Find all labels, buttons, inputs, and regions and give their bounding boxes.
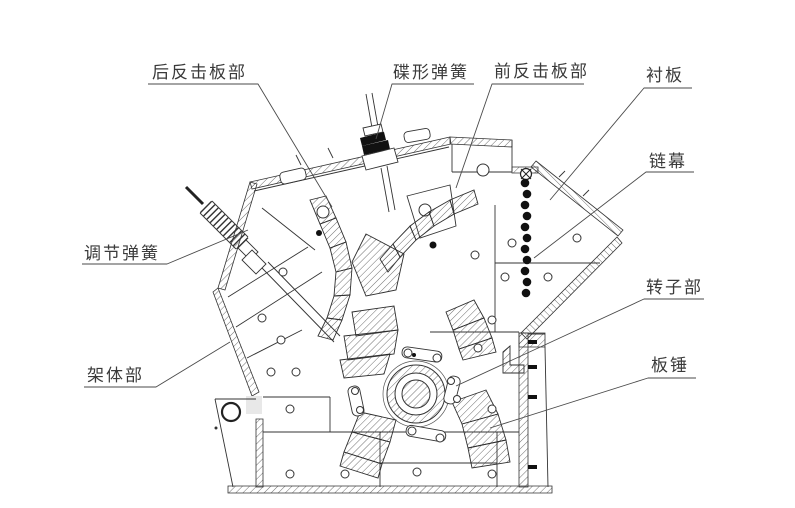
hammer-links bbox=[347, 346, 461, 443]
leader-frame bbox=[84, 341, 231, 388]
label-disc-spring: 碟形弹簧 bbox=[393, 63, 469, 82]
panel-bolts bbox=[257, 163, 582, 479]
label-front-impact-plate: 前反击板部 bbox=[494, 62, 589, 81]
leader-chain-curtain bbox=[533, 171, 694, 259]
leader-front-impact-plate bbox=[455, 83, 584, 189]
hammer-ne bbox=[445, 299, 497, 361]
roof-handle bbox=[403, 128, 431, 143]
label-frame: 架体部 bbox=[87, 366, 144, 385]
leader-adjusting-spring bbox=[82, 229, 249, 265]
front-impact-plate bbox=[351, 184, 479, 297]
chain-curtain bbox=[519, 167, 533, 298]
pivot-ring bbox=[220, 401, 242, 423]
hammer-nw bbox=[339, 305, 399, 379]
hammer-sw bbox=[339, 411, 397, 479]
plate-hammers bbox=[339, 299, 511, 479]
leader-rotor bbox=[455, 298, 704, 387]
roof-bracket bbox=[279, 167, 307, 185]
label-plate-hammer: 板锤 bbox=[651, 356, 689, 375]
label-liner-plate: 衬板 bbox=[646, 66, 684, 85]
label-chain-curtain: 链幕 bbox=[649, 152, 687, 171]
rotor-assembly bbox=[382, 360, 450, 428]
feed-chute-lower bbox=[520, 236, 623, 340]
leader-liner-plate bbox=[549, 87, 692, 201]
leader-plate-hammer bbox=[489, 377, 696, 429]
label-adjusting-spring: 调节弹簧 bbox=[84, 244, 160, 263]
label-rear-impact-plate: 后反击板部 bbox=[152, 63, 247, 82]
rear-impact-plate bbox=[309, 195, 353, 341]
spring-coil bbox=[199, 200, 249, 250]
rotor-shaft bbox=[401, 379, 431, 409]
casing bbox=[212, 136, 624, 494]
disc-spring-stack bbox=[360, 132, 386, 146]
leader-rear-impact-plate bbox=[148, 83, 333, 208]
leader-lines bbox=[82, 83, 704, 429]
feed-chute-upper bbox=[530, 160, 624, 237]
leader-disc-spring bbox=[375, 83, 474, 140]
base bbox=[227, 485, 553, 494]
left-wall bbox=[212, 287, 260, 397]
disc-spring-assembly bbox=[360, 92, 399, 213]
roof-hardware bbox=[279, 128, 590, 197]
hammer-se bbox=[451, 389, 511, 469]
label-rotor: 转子部 bbox=[646, 278, 703, 297]
labels: 后反击板部 碟形弹簧 前反击板部 衬板 链幕 调节弹簧 转子部 架体部 板锤 bbox=[84, 62, 703, 385]
impact-tooth bbox=[351, 233, 405, 297]
